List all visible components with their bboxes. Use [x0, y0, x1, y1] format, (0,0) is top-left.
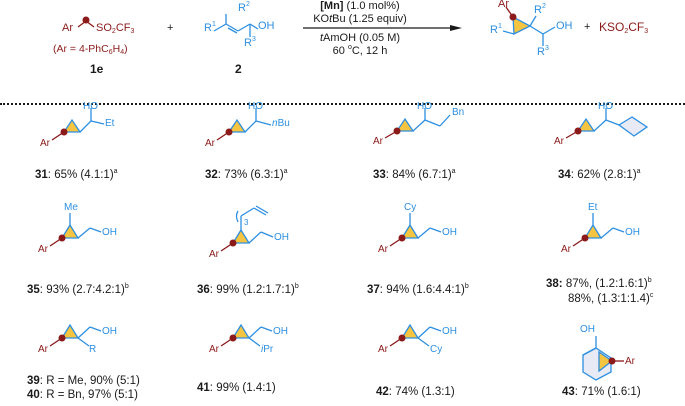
oh-label-37: OH	[442, 227, 457, 238]
substituent-41: iPr	[261, 344, 274, 355]
aryl-36: Ar	[209, 249, 219, 260]
substituent-37: Cy	[404, 202, 417, 213]
aryl-42: Ar	[378, 344, 388, 355]
caption-34: 34: 62% (2.8:1)a	[558, 168, 641, 181]
product-r1-label: R1	[490, 23, 502, 36]
reaction-arrow	[303, 25, 462, 31]
oh-label: OH	[258, 20, 275, 32]
aryl-32: Ar	[205, 138, 215, 149]
caption-35: 35: 93% (2.7:4.2:1)b	[27, 283, 129, 296]
sulfonyl-group: SO2CF3	[96, 22, 135, 35]
structure-35	[49, 213, 102, 247]
ho-label-33: HO	[417, 101, 432, 112]
caption-36: 36: 99% (1.2:1.7:1)b	[197, 283, 299, 296]
aryl-35: Ar	[38, 244, 48, 255]
catalyst-line: [Mn] (1.0 mol%)	[320, 0, 400, 12]
structure-31	[51, 108, 105, 141]
aryl-37: Ar	[378, 244, 388, 255]
substituent-32: nBu	[272, 118, 290, 129]
structure-38	[572, 213, 625, 247]
caption-41: 41: 99% (1.4:1)	[197, 382, 276, 394]
caption-42: 42: 74% (1.3:1)	[376, 386, 455, 398]
aryl-41: Ar	[209, 344, 219, 355]
structure-42	[389, 323, 442, 347]
structure-41	[220, 323, 273, 347]
plus-sign: +	[167, 22, 174, 34]
product-oh-label: OH	[556, 20, 573, 32]
chain-count-36: 3	[244, 218, 249, 227]
caption-31: 31: 65% (4.1:1)a	[35, 168, 118, 181]
compound-id-1e: 1e	[90, 62, 104, 76]
aryl-definition: (Ar = 4-PhC6H4)	[53, 43, 128, 56]
substituent-38: Et	[588, 202, 598, 213]
aryl-31: Ar	[40, 138, 50, 149]
solvent-line: tAmOH (0.05 M)	[319, 32, 401, 44]
aryl-34: Ar	[554, 136, 564, 147]
oh-label-35: OH	[102, 227, 117, 238]
structure-37	[389, 213, 442, 247]
reagent-1e-structure	[77, 16, 95, 28]
r1-label: R1	[204, 21, 216, 34]
r3-label: R3	[244, 36, 256, 49]
substituent-42: Cy	[430, 344, 443, 355]
substituent-39: R	[89, 344, 97, 355]
byproduct-triflinate: KSO2CF3	[599, 20, 649, 36]
substituent-33: Bn	[452, 107, 465, 118]
substituent-31: Et	[105, 118, 115, 129]
ho-label-34: HO	[598, 101, 613, 112]
oh-label-38: OH	[625, 227, 640, 238]
structure-43	[582, 336, 624, 381]
ho-label-31: HO	[83, 101, 98, 112]
substituent-35: Me	[64, 202, 78, 213]
aryl-43: Ar	[625, 356, 635, 367]
oh-label-41: OH	[273, 326, 288, 337]
caption-39: 39: R = Me, 90% (5:1)	[27, 375, 140, 387]
product-r3-label: R3	[537, 45, 549, 58]
base-line: KOtBu (1.25 equiv)	[313, 13, 407, 25]
ho-label-32: HO	[248, 101, 263, 112]
compound-id-2: 2	[235, 62, 242, 76]
aryl-33: Ar	[373, 136, 383, 147]
caption-37: 37: 94% (1.6:4.4:1)b	[367, 283, 469, 296]
aryl-label: Ar	[62, 22, 73, 34]
aryl-39: Ar	[38, 344, 48, 355]
allylic-alcohol-structure	[213, 14, 259, 37]
structure-32	[216, 108, 272, 141]
product-aryl-label: Ar	[498, 0, 509, 10]
oh-label-42: OH	[442, 326, 457, 337]
oh-label-43: OH	[580, 324, 595, 335]
product-r2-label: R2	[534, 3, 546, 16]
caption-43: 43: 71% (1.6:1)	[562, 386, 641, 398]
structure-33	[384, 108, 451, 139]
structure-34	[565, 108, 649, 139]
r2-label: R2	[238, 1, 250, 14]
oh-label-36: OH	[274, 232, 289, 243]
structure-36	[220, 205, 274, 252]
temperature-line: 60 oC, 12 h	[332, 44, 388, 57]
structure-39-40	[49, 323, 102, 347]
caption-38-alt: 88%, (1.3:1:1.4)c	[568, 292, 654, 305]
plus-sign-2: +	[584, 21, 591, 33]
caption-40: 40: R = Bn, 97% (5:1)	[27, 389, 138, 401]
aryl-38: Ar	[561, 244, 571, 255]
caption-32: 32: 73% (6.3:1)a	[205, 168, 288, 181]
caption-38: 38: 87%, (1.2:1.6:1)b	[546, 277, 652, 290]
caption-33: 33: 84% (6.7:1)a	[373, 168, 456, 181]
cyclopropane-product-structure	[502, 6, 556, 46]
oh-label-39: OH	[102, 326, 117, 337]
dotted-divider	[0, 103, 685, 105]
